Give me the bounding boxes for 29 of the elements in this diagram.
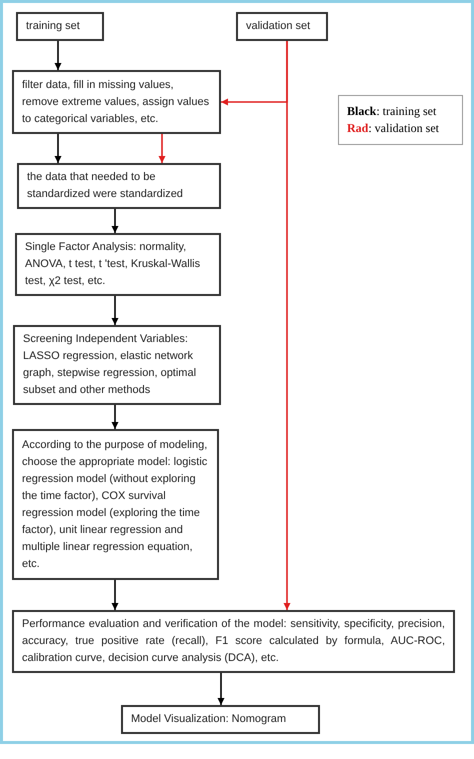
process-box <box>15 233 221 296</box>
process-box <box>17 163 221 209</box>
arrow <box>218 673 224 705</box>
process-box <box>13 325 221 405</box>
box-text: the data that needed to be standardized were standardized <box>27 170 184 202</box>
process-box <box>12 70 221 134</box>
box-text: filter data, fill in missing values, remove extreme values, assign values to categorical variables, etc. <box>22 78 210 126</box>
arrow <box>112 296 118 325</box>
process-box <box>236 12 328 41</box>
box-text: Single Factor Analysis: normality, ANOVA, t test, t 'test, Kruskal-Wallis test, χ2 test, etc. <box>25 240 202 289</box>
arrow <box>112 209 118 233</box>
process-box <box>16 12 104 41</box>
arrow <box>284 41 290 610</box>
arrow <box>54 41 62 70</box>
process-box <box>12 429 219 580</box>
process-box <box>12 610 455 673</box>
arrow <box>112 405 118 429</box>
box-text: validation set <box>246 19 312 34</box>
arrow <box>54 134 62 163</box>
box-text: Performance evaluation and verification of the model: sensitivity, specificity, precision, accuracy, true positive rate (recall), F1 score calculated by formula, AUC-ROC, calibration curve, decision curve analysis (DCA), etc. <box>22 617 445 666</box>
box-text: According to the purpose of modeling, choose the appropriate model: logistic regression model (without exploring the time factor), COX survival regression model (exploring the time factor), unit linear regression and multiple linear regression equation, etc. <box>22 438 208 572</box>
legend-entry: Black: training set <box>347 103 438 120</box>
box-text: Screening Independent Variables: LASSO regression, elastic network graph, stepwise regression, optimal subset and other methods <box>23 332 198 398</box>
process-box <box>121 705 320 734</box>
box-text: Model Visualization: Nomogram <box>131 712 288 727</box>
box-text: training set <box>26 19 81 34</box>
arrow <box>112 580 118 610</box>
legend-entry: Rad: validation set <box>347 120 440 137</box>
arrow <box>158 134 166 163</box>
